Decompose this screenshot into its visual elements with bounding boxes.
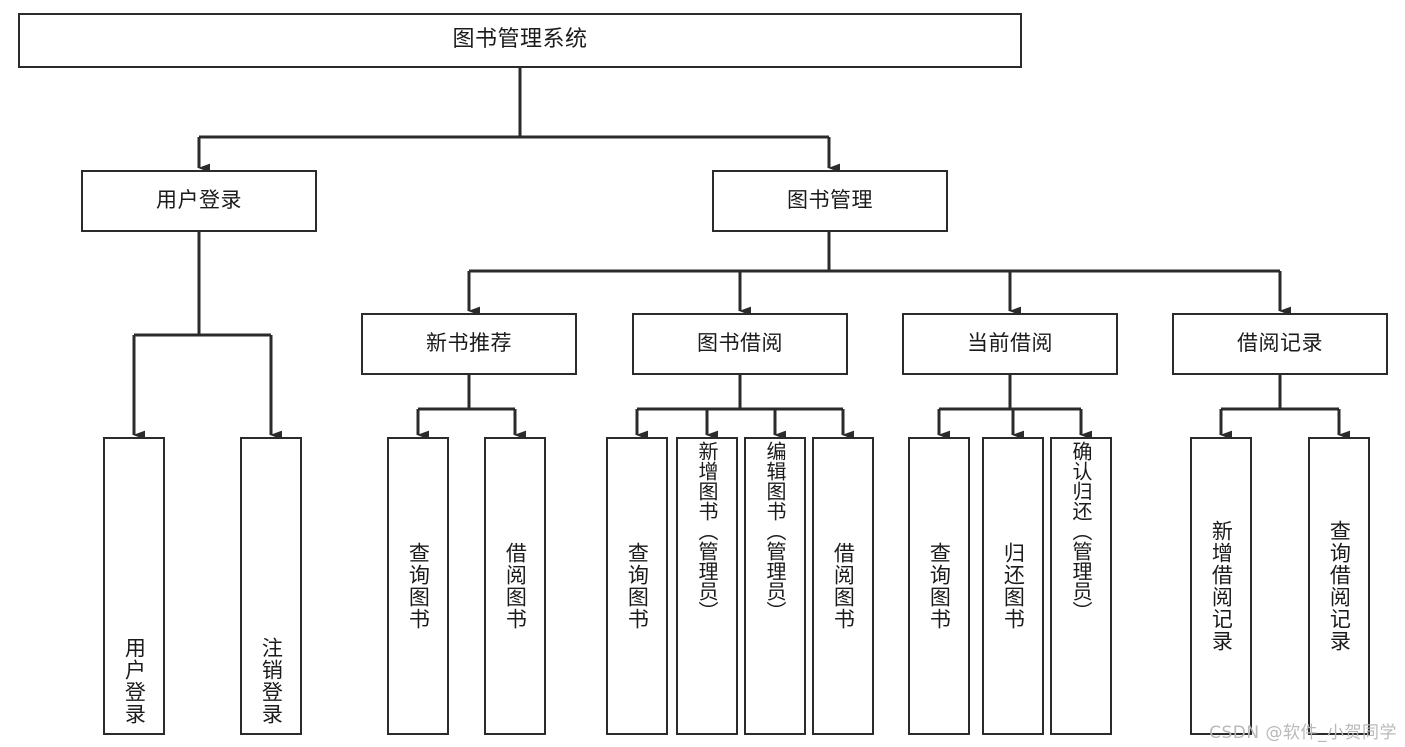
node-leaf-borrow-book-1[interactable]: 借阅图书 [484,437,546,735]
node-book-manage-label: 图书管理 [787,188,873,213]
node-leaf-borrow-book-1-label: 借阅图书 [503,542,528,630]
node-leaf-query-book-1-label: 查询图书 [406,542,431,630]
node-leaf-user-login[interactable]: 用户登录 [103,437,165,735]
node-user-login[interactable]: 用户登录 [81,170,317,232]
node-leaf-edit-book[interactable]: 编辑图书（管理员） [744,437,806,735]
node-current-borrow-label: 当前借阅 [967,331,1053,356]
node-leaf-query-book-3[interactable]: 查询图书 [908,437,970,735]
node-book-manage[interactable]: 图书管理 [712,170,948,232]
node-root[interactable]: 图书管理系统 [18,13,1022,68]
node-leaf-query-record[interactable]: 查询借阅记录 [1308,437,1370,735]
node-leaf-confirm-return[interactable]: 确认归还（管理员） [1050,437,1112,735]
node-leaf-user-login-label: 用户登录 [122,637,147,725]
node-leaf-confirm-return-label: 确认归还（管理员） [1069,441,1093,621]
node-leaf-query-book-1[interactable]: 查询图书 [387,437,449,735]
node-leaf-logout[interactable]: 注销登录 [240,437,302,735]
node-leaf-borrow-book-2[interactable]: 借阅图书 [812,437,874,735]
node-leaf-edit-book-label: 编辑图书（管理员） [763,441,787,621]
node-book-borrow[interactable]: 图书借阅 [632,313,848,375]
node-leaf-add-book-label: 新增图书（管理员） [695,441,719,621]
node-leaf-add-record-label: 新增借阅记录 [1209,520,1234,652]
node-leaf-return-book-label: 归还图书 [1001,542,1026,630]
node-leaf-borrow-book-2-label: 借阅图书 [831,542,856,630]
node-borrow-record-label: 借阅记录 [1237,331,1323,356]
node-leaf-query-record-label: 查询借阅记录 [1327,520,1352,652]
node-new-book-recommend-label: 新书推荐 [426,331,512,356]
node-borrow-record[interactable]: 借阅记录 [1172,313,1388,375]
node-leaf-return-book[interactable]: 归还图书 [982,437,1044,735]
node-leaf-add-record[interactable]: 新增借阅记录 [1190,437,1252,735]
node-leaf-query-book-2-label: 查询图书 [625,542,650,630]
node-new-book-recommend[interactable]: 新书推荐 [361,313,577,375]
node-user-login-label: 用户登录 [156,188,242,213]
node-leaf-add-book[interactable]: 新增图书（管理员） [676,437,738,735]
node-book-borrow-label: 图书借阅 [697,331,783,356]
watermark-label: CSDN @软件_小贺同学 [1209,723,1397,743]
node-leaf-query-book-3-label: 查询图书 [927,542,952,630]
node-root-label: 图书管理系统 [452,27,588,53]
node-current-borrow[interactable]: 当前借阅 [902,313,1118,375]
node-leaf-query-book-2[interactable]: 查询图书 [606,437,668,735]
node-leaf-logout-label: 注销登录 [259,637,284,725]
connector-lines [132,68,1350,440]
